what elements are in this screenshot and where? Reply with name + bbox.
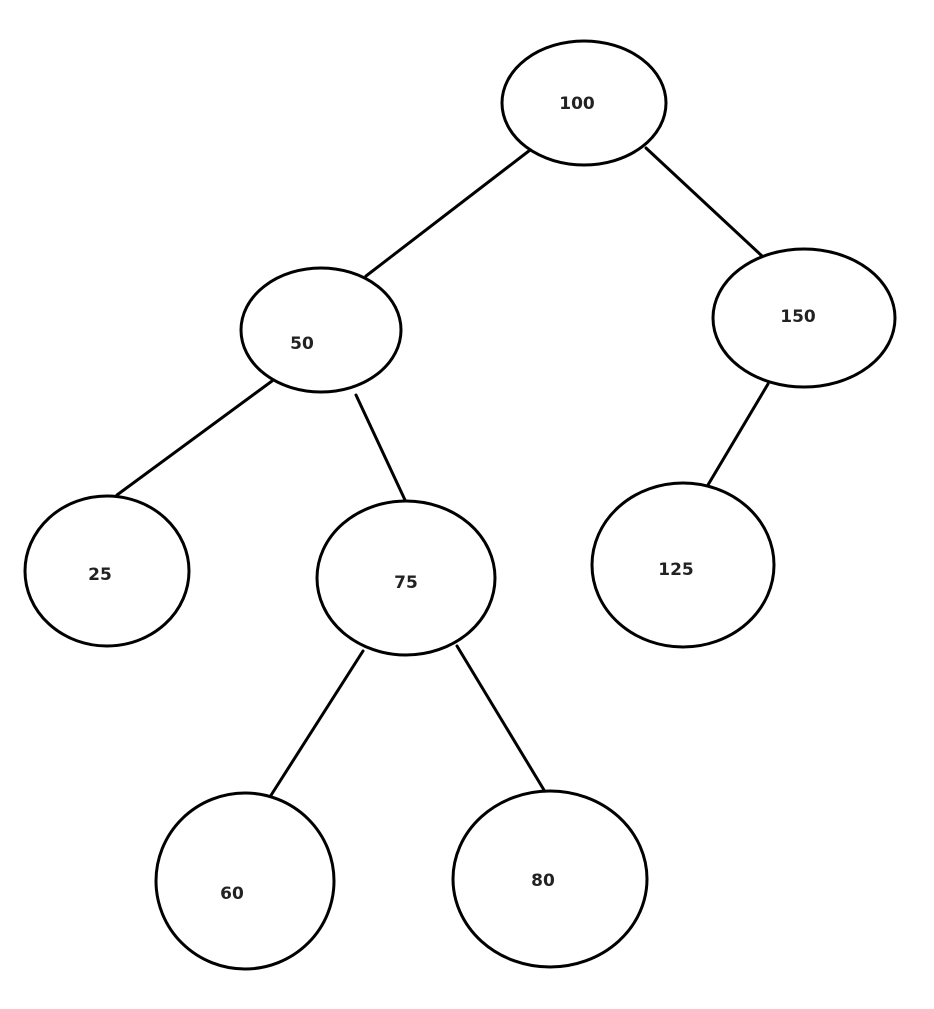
node-label: 125 <box>658 560 694 580</box>
node-ellipse <box>154 791 336 971</box>
node-label: 100 <box>559 94 595 114</box>
node-label: 50 <box>290 334 314 354</box>
edge-100-150 <box>644 146 764 258</box>
node-ellipse <box>315 499 497 657</box>
tree-node-60: 60 <box>154 791 336 971</box>
edge-150-125 <box>700 382 770 497</box>
node-ellipse <box>451 789 649 969</box>
edge-75-80 <box>455 644 549 797</box>
tree-node-100: 100 <box>500 39 668 167</box>
tree-node-150: 150 <box>711 247 897 389</box>
node-label: 75 <box>394 573 418 593</box>
edge-100-50 <box>364 145 536 278</box>
tree-node-75: 75 <box>315 499 497 657</box>
node-ellipse <box>590 481 776 649</box>
node-ellipse <box>239 266 403 394</box>
node-ellipse <box>711 247 897 389</box>
tree-node-25: 25 <box>23 494 191 648</box>
tree-node-80: 80 <box>451 789 649 969</box>
edge-50-25 <box>115 379 274 497</box>
edge-75-60 <box>266 649 365 802</box>
edge-50-75 <box>354 393 407 502</box>
node-ellipse <box>500 39 668 167</box>
node-ellipse <box>23 494 191 648</box>
nodes-layer: 100 50 150 25 75 125 60 80 <box>23 39 897 971</box>
tree-node-125: 125 <box>590 481 776 649</box>
tree-node-50: 50 <box>239 266 403 394</box>
node-label: 60 <box>220 884 244 904</box>
node-label: 150 <box>780 307 816 327</box>
node-label: 25 <box>88 565 112 585</box>
node-label: 80 <box>531 871 555 891</box>
edges-layer <box>115 145 770 802</box>
